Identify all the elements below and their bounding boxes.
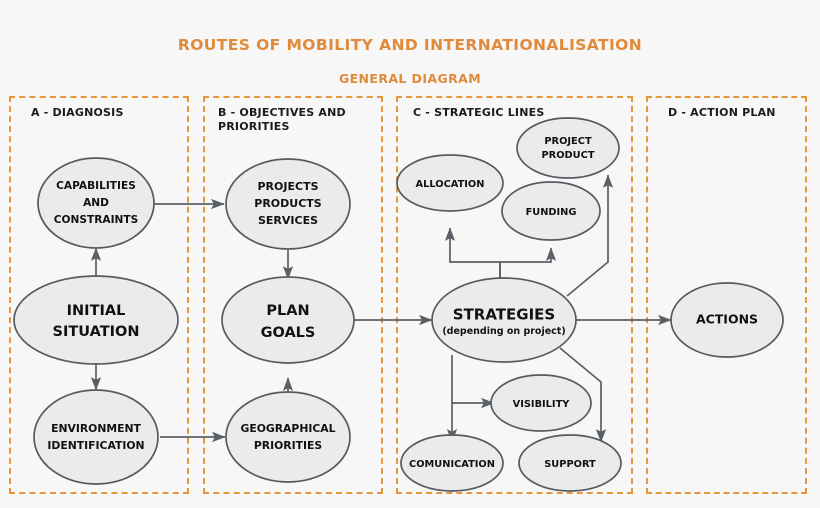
- panel-b-objectives: [203, 96, 383, 494]
- panel-c-strategic-lines: [396, 96, 633, 494]
- panel-c-label: C - STRATEGIC LINES: [413, 106, 545, 119]
- panel-b-label: B - OBJECTIVES AND PRIORITIES: [218, 106, 346, 133]
- panel-d-label: D - ACTION PLAN: [668, 106, 776, 119]
- panel-d-action-plan: [646, 96, 807, 494]
- page-subtitle: GENERAL DIAGRAM: [338, 71, 482, 86]
- panel-a-diagnosis: [9, 96, 189, 494]
- panel-a-label: A - DIAGNOSIS: [31, 106, 124, 119]
- page-title: ROUTES OF MOBILITY AND INTERNATIONALISAT…: [177, 36, 643, 54]
